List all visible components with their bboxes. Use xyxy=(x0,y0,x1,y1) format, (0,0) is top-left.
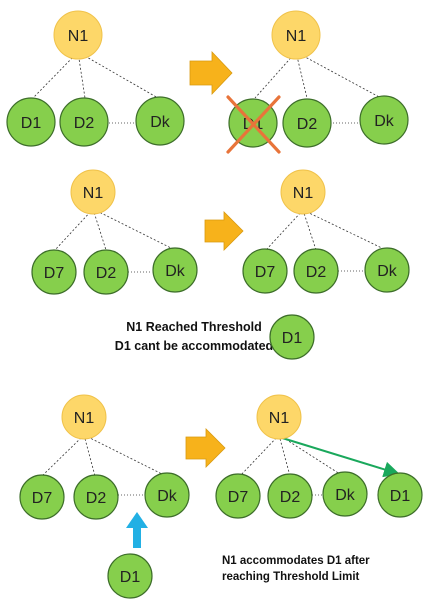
panel2-right-parent: N1 xyxy=(280,169,326,215)
panel3-left-child-2: D2 xyxy=(73,474,119,520)
panel2-left-tree xyxy=(54,208,176,273)
panel1-right-child-1: D1 xyxy=(226,95,281,154)
panel2-left-parent: N1 xyxy=(70,169,116,215)
panel2-right-child-1-label: D7 xyxy=(255,264,276,281)
panel1-left-child-k: Dk xyxy=(135,96,185,146)
panel2-left-child-k-label: Dk xyxy=(165,263,186,280)
panel3-right-child-2-label: D2 xyxy=(280,489,301,506)
panel2-left-child-k: Dk xyxy=(152,247,198,293)
panel2-pending-node: D1 xyxy=(269,314,315,360)
panel2-right-child-k: Dk xyxy=(364,247,410,293)
panel3-left-child-k-label: Dk xyxy=(157,488,178,505)
panel2-transition-arrow xyxy=(204,211,244,251)
panel1-right-parent: N1 xyxy=(271,10,321,60)
panel3-right-child-k: Dk xyxy=(322,471,368,517)
panel3-caption-line2: reaching Threshold Limit xyxy=(222,571,360,583)
panel3-incoming-node: D1 xyxy=(107,553,153,599)
panel1-left-child-k-label: Dk xyxy=(150,114,171,131)
panel-2: N1 D7 D2 Dk N1 D7 xyxy=(31,169,410,360)
panel3-right-child-2: D2 xyxy=(267,473,313,519)
panel3-right-parent-label: N1 xyxy=(269,410,290,427)
panel1-left-child-1-label: D1 xyxy=(21,115,42,132)
panel3-left-parent: N1 xyxy=(61,394,107,440)
panel1-left-parent-label: N1 xyxy=(68,28,89,45)
panel2-caption-line1: N1 Reached Threshold xyxy=(126,320,261,334)
panel1-left-child-1: D1 xyxy=(6,97,56,147)
panel3-right-child-new: D1 xyxy=(377,472,423,518)
panel3-left-child-1-label: D7 xyxy=(32,490,53,507)
panel1-left-parent: N1 xyxy=(53,10,103,60)
panel1-left-child-2: D2 xyxy=(59,97,109,147)
panel2-left-child-2: D2 xyxy=(83,249,129,295)
panel2-right-parent-label: N1 xyxy=(293,185,314,202)
panel3-right-tree xyxy=(239,434,344,496)
panel1-right-child-k-label: Dk xyxy=(374,113,395,130)
panel1-right-parent-label: N1 xyxy=(286,28,307,45)
panel1-left-child-2-label: D2 xyxy=(74,115,95,132)
panel3-right-child-1: D7 xyxy=(215,473,261,519)
panel3-right-parent: N1 xyxy=(256,394,302,440)
panel3-left-tree xyxy=(41,434,167,496)
panel3-left-parent-label: N1 xyxy=(74,410,95,427)
panel1-transition-arrow xyxy=(189,51,233,95)
panel2-left-child-1-label: D7 xyxy=(44,265,65,282)
panel2-right-child-2: D2 xyxy=(293,248,339,294)
panel2-right-child-1: D7 xyxy=(242,248,288,294)
panel1-left-tree xyxy=(32,51,159,124)
panel3-caption-line1: N1 accommodates D1 after xyxy=(222,555,370,567)
panel2-right-child-k-label: Dk xyxy=(377,263,398,280)
panel2-left-child-2-label: D2 xyxy=(96,265,117,282)
panel-1: N1 D1 D2 Dk N1 D1 xyxy=(6,10,409,154)
panel3-left-child-1: D7 xyxy=(19,474,65,520)
panel2-right-child-2-label: D2 xyxy=(306,264,327,281)
panel3-right-child-1-label: D7 xyxy=(228,489,249,506)
new-link-arrow xyxy=(278,436,400,478)
panel2-right-tree xyxy=(265,209,387,272)
panel1-right-child-2: D2 xyxy=(282,98,332,148)
panel1-right-child-2-label: D2 xyxy=(297,116,318,133)
panel2-pending-node-label: D1 xyxy=(282,330,303,347)
incoming-blue-arrow xyxy=(126,512,148,548)
panel2-left-child-1: D7 xyxy=(31,249,77,295)
panel3-transition-arrow xyxy=(185,428,226,468)
panel1-right-child-k: Dk xyxy=(359,95,409,145)
panel1-right-tree xyxy=(254,51,382,124)
panel3-left-child-2-label: D2 xyxy=(86,490,107,507)
panel2-caption-line2: D1 cant be accommodated xyxy=(115,339,273,353)
panel3-left-child-k: Dk xyxy=(144,472,190,518)
removed-cross-icon xyxy=(226,95,281,154)
panel3-right-child-new-label: D1 xyxy=(390,488,411,505)
panel-3: N1 D7 D2 Dk D1 N1 xyxy=(19,394,423,599)
panel2-left-parent-label: N1 xyxy=(83,185,104,202)
panel3-incoming-node-label: D1 xyxy=(120,569,141,586)
panel3-right-child-k-label: Dk xyxy=(335,487,356,504)
